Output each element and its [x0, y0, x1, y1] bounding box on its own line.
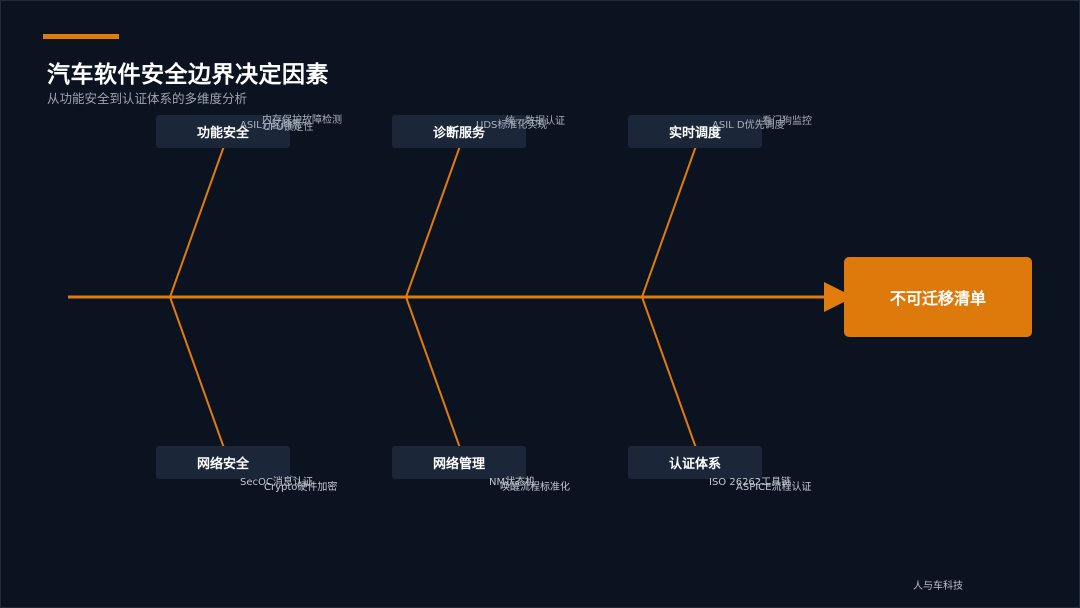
category-functional-safety: 功能安全 [156, 115, 290, 148]
sub-cause-label: ASPICE流程认证 [736, 482, 812, 493]
slide-subtitle: 从功能安全到认证体系的多维度分析 [47, 91, 248, 106]
sub-cause-label: ASIL D优先调度 [712, 120, 785, 131]
title-accent-bar [43, 34, 119, 39]
effect-box-non-migratable-list: 不可迁移清单 [844, 257, 1032, 337]
sub-cause-label: 唤醒流程标准化 [500, 482, 570, 493]
category-certification: 认证体系 [628, 446, 762, 479]
footer-brand: 人与车科技 [913, 581, 963, 592]
category-cybersecurity: 网络安全 [156, 446, 290, 479]
category-realtime-scheduling: 实时调度 [628, 115, 762, 148]
sub-cause-label: ASIL分区隔离 [240, 120, 302, 131]
category-network-management: 网络管理 [392, 446, 526, 479]
sub-cause-label: UDS标准化实现 [476, 120, 548, 131]
category-diagnostic-services: 诊断服务 [392, 115, 526, 148]
bone-lower-1 [169, 296, 225, 449]
sub-cause-label: SecOC消息认证 [240, 477, 313, 488]
sub-cause-label: Crypto硬件加密 [264, 482, 338, 493]
sub-cause-label: CPU锁定性 [263, 122, 314, 133]
sub-cause-label: 内存保护故障检测 [262, 115, 342, 126]
sub-cause-label: NM状态机 [489, 477, 536, 488]
slide-title: 汽车软件安全边界决定因素 [47, 62, 329, 88]
bone-upper-3 [641, 145, 697, 298]
bone-upper-2 [405, 145, 461, 298]
sub-cause-connectors [223, 118, 761, 481]
sub-cause-label: ISO 26262工具链 [709, 477, 792, 488]
bone-lower-3 [641, 296, 697, 449]
sub-cause-label: 看门狗监控 [762, 116, 812, 127]
bone-lower-2 [405, 296, 461, 449]
sub-cause-label: 统一数据认证 [505, 116, 565, 127]
bone-upper-1 [169, 145, 225, 298]
